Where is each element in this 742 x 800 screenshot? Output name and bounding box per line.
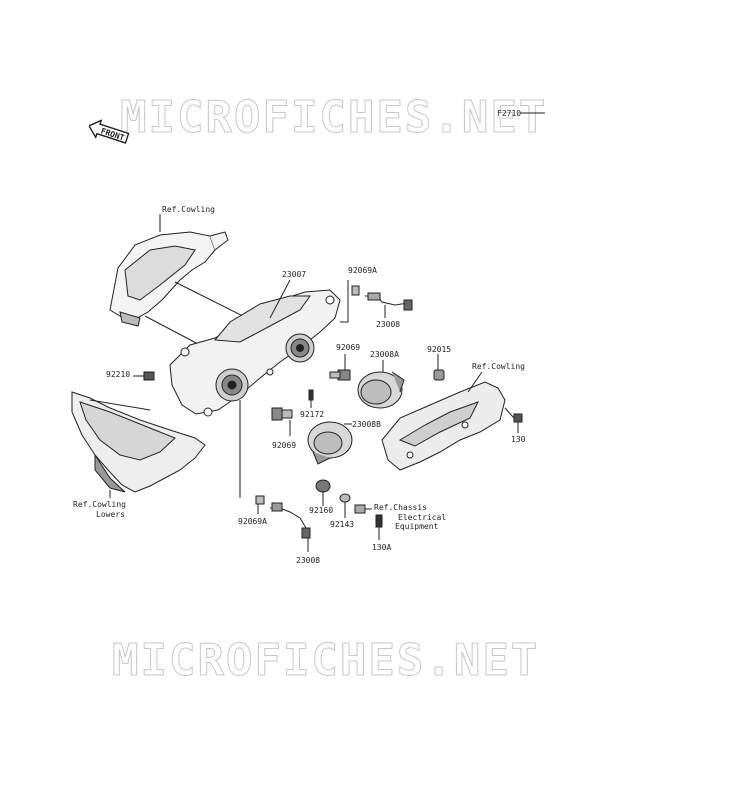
cap-23008A — [357, 371, 405, 409]
label-23008B: 23008B — [352, 420, 381, 429]
watermark-top: MICROFICHES.NET — [119, 92, 548, 144]
label-23007: 23007 — [282, 270, 307, 279]
label-ref-chassis-3: Equipment — [395, 522, 439, 531]
label-92015: 92015 — [427, 345, 452, 354]
label-92172: 92172 — [300, 410, 325, 419]
label-ref-cowling-top: Ref.Cowling — [162, 205, 215, 214]
label-ref-cowling-right: Ref.Cowling — [472, 362, 525, 371]
front-arrow-icon: FRONT — [86, 116, 130, 147]
label-92160: 92160 — [309, 506, 334, 515]
cowling-lowers — [71, 391, 206, 493]
figure-code: F2710 — [497, 109, 522, 118]
label-130: 130 — [511, 435, 526, 444]
label-92069-low: 92069 — [272, 441, 297, 450]
bolt-92069-low — [271, 407, 293, 421]
label-92210: 92210 — [106, 370, 131, 379]
watermark-bottom: MICROFICHES.NET — [111, 635, 540, 687]
bulb-socket-low — [255, 495, 311, 539]
label-92069-mid: 92069 — [336, 343, 361, 352]
label-130A: 130A — [372, 543, 392, 552]
label-ref-chassis-2: Electrical — [398, 513, 447, 522]
label-cowling-lowers-2: Lowers — [96, 510, 125, 519]
cowling-bracket-right — [381, 381, 506, 471]
bolt-92069-mid — [329, 369, 351, 381]
headlight-housing — [169, 289, 341, 417]
bulb-socket-top — [351, 285, 413, 311]
label-ref-chassis: Ref.Chassis — [374, 503, 427, 512]
label-ref-cowling-lowers: Ref.Cowling — [73, 500, 126, 509]
upper-cowling — [109, 231, 229, 327]
label-23008A: 23008A — [370, 350, 399, 359]
label-92069A-low: 92069A — [238, 517, 267, 526]
label-23008-top: 23008 — [376, 320, 401, 329]
label-23008-low: 23008 — [296, 556, 321, 565]
label-92143: 92143 — [330, 520, 355, 529]
label-92069A-top: 92069A — [348, 266, 377, 275]
cap-23008B — [307, 421, 353, 465]
